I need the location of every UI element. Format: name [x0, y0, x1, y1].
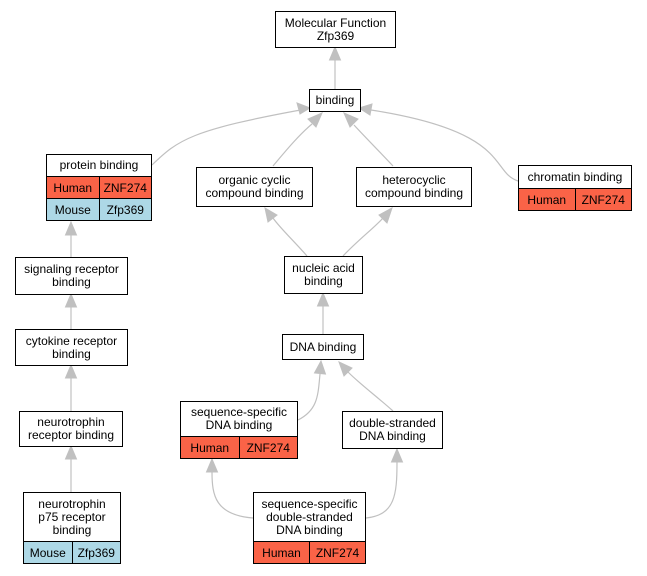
node-protein-binding: protein binding Human ZNF274 Mouse Zfp36…: [46, 154, 152, 221]
edge-line: [342, 217, 384, 257]
node-signaling-receptor-binding: signaling receptor binding: [15, 257, 128, 295]
node-neurotrophin-receptor-binding: neurotrophin receptor binding: [19, 411, 123, 447]
edge-arrowhead: [64, 292, 78, 308]
node-heterocyclic-compound-binding: heterocyclic compound binding: [356, 167, 472, 207]
edge-arrowhead: [205, 457, 219, 473]
node-binding: binding: [309, 89, 361, 112]
annotation-row-mouse: Mouse Zfp369: [24, 541, 120, 563]
edge-line: [272, 123, 313, 167]
edge-arrowhead: [64, 220, 78, 236]
edge-arrowhead: [307, 112, 323, 128]
species-cell: Human: [190, 440, 230, 455]
annotation-row-mouse: Mouse Zfp369: [47, 198, 151, 220]
node-label: signaling receptor binding: [24, 262, 119, 289]
edge-chromatin-to-binding: [357, 103, 519, 182]
node-label: cytokine receptor binding: [25, 333, 118, 361]
species-cell: Human: [262, 545, 301, 560]
node-sequence-specific-dna-binding: sequence-specific DNA binding Human ZNF2…: [180, 401, 298, 459]
annotation-row-human: Human ZNF274: [181, 436, 297, 458]
edge-neurotrophin-p75-to-neurotrophin-receptor: [64, 444, 78, 492]
edge-line: [347, 371, 394, 412]
edge-line: [365, 461, 398, 519]
edge-line: [151, 108, 307, 166]
edge-arrowhead: [390, 447, 404, 463]
edge-line: [211, 471, 254, 519]
edge-dna-binding-to-nucleic-acid: [316, 291, 330, 334]
species-cell: Human: [53, 180, 93, 195]
node-neurotrophin-p75-receptor-binding: neurotrophin p75 receptor binding Mouse …: [23, 492, 121, 564]
edge-sequence-specific-to-dna-binding: [297, 359, 327, 421]
node-label: sequence-specific double-stranded DNA bi…: [261, 496, 358, 537]
gene-cell: ZNF274: [574, 189, 632, 210]
species-cell: Mouse: [54, 202, 91, 217]
gene-cell: ZNF274: [98, 177, 152, 198]
edge-arrowhead: [338, 361, 353, 377]
edge-arrowhead: [313, 359, 327, 375]
node-label: chromatin binding: [527, 169, 623, 184]
annotation-row-human: Human ZNF274: [519, 188, 631, 210]
edge-signaling-to-protein-binding: [64, 220, 78, 257]
node-organic-cyclic-compound-binding: organic cyclic compound binding: [196, 167, 313, 207]
node-label: neurotrophin receptor binding: [27, 415, 115, 442]
edge-line: [272, 217, 308, 257]
edge-arrowhead: [378, 206, 393, 224]
node-nucleic-acid-binding: nucleic acid binding: [284, 256, 363, 294]
gene-cell: ZNF274: [238, 437, 298, 458]
annotation-row-human: Human ZNF274: [254, 541, 365, 563]
node-label: DNA binding: [289, 339, 357, 354]
edge-line: [297, 373, 321, 421]
node-molecular-function: Molecular Function Zfp369: [275, 11, 396, 48]
edge-arrowhead: [316, 291, 330, 307]
edge-arrowhead: [296, 102, 312, 115]
edge-organic-cyclic-to-binding: [272, 112, 323, 167]
species-cell: Human: [527, 192, 567, 207]
edge-double-stranded-to-dna-binding: [338, 361, 394, 412]
edge-line: [370, 109, 519, 182]
node-label: sequence-specific DNA binding: [190, 405, 288, 432]
node-label: double-stranded DNA binding: [349, 416, 436, 443]
edge-nucleic-acid-to-heterocyclic: [342, 206, 393, 257]
edge-arrowhead: [343, 112, 359, 128]
edge-arrowhead: [357, 103, 373, 116]
node-label: protein binding: [59, 158, 139, 172]
gene-cell: Zfp369: [98, 199, 152, 220]
edge-arrowhead: [64, 444, 78, 460]
edge-ss-double-stranded-to-sequence-specific: [205, 457, 254, 519]
node-label: heterocyclic compound binding: [364, 173, 464, 200]
node-label: neurotrophin p75 receptor binding: [38, 496, 106, 537]
node-label: organic cyclic compound binding: [205, 173, 304, 200]
edge-arrowhead: [328, 45, 342, 61]
node-chromatin-binding: chromatin binding Human ZNF274: [518, 165, 632, 211]
edge-arrowhead: [264, 206, 278, 223]
node-label: binding: [315, 93, 355, 107]
node-cytokine-receptor-binding: cytokine receptor binding: [15, 329, 128, 366]
gene-cell: ZNF274: [309, 542, 365, 563]
species-cell: Mouse: [29, 545, 66, 560]
annotation-row-human: Human ZNF274: [47, 176, 151, 198]
node-double-stranded-dna-binding: double-stranded DNA binding: [342, 411, 443, 449]
edge-arrowhead: [64, 363, 78, 379]
edge-protein-binding-to-binding: [151, 102, 312, 166]
edge-heterocyclic-to-binding: [343, 112, 394, 167]
node-dna-binding: DNA binding: [282, 334, 364, 360]
edge-neurotrophin-receptor-to-cytokine: [64, 363, 78, 411]
edge-nucleic-acid-to-organic-cyclic: [264, 206, 308, 257]
gene-cell: Zfp369: [71, 542, 121, 563]
edge-line: [353, 124, 394, 167]
node-sequence-specific-double-stranded-dna-binding: sequence-specific double-stranded DNA bi…: [253, 492, 366, 564]
node-label: Molecular Function Zfp369: [284, 15, 387, 43]
node-label: nucleic acid binding: [292, 261, 355, 288]
edge-binding-to-molecular-function: [328, 45, 342, 89]
edge-ss-double-stranded-to-double-stranded: [365, 447, 404, 519]
edge-cytokine-to-signaling: [64, 292, 78, 329]
